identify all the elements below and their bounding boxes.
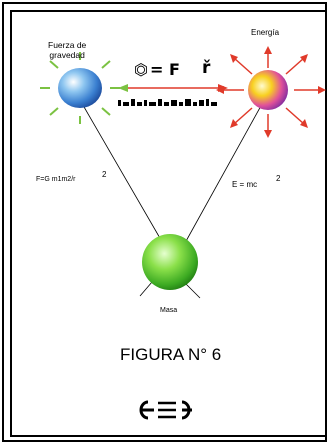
logo xyxy=(139,400,192,420)
equation-head-icon: ⏣ xyxy=(134,60,148,79)
symbol-strip xyxy=(118,99,217,106)
mass-rays xyxy=(139,281,201,299)
gravity-sphere xyxy=(58,68,102,108)
energy-exponent: 2 xyxy=(276,174,281,183)
edge-energy-mass xyxy=(179,103,263,253)
edge-gravity-mass xyxy=(79,99,169,253)
gravity-label: Fuerza de gravedad xyxy=(48,40,87,60)
gravity-rays xyxy=(40,52,120,124)
inner-frame xyxy=(10,10,327,437)
energy-formula: E = mc xyxy=(232,180,258,189)
energy-ray-heads xyxy=(216,46,326,138)
energy-sphere xyxy=(248,70,288,110)
energy-label: Energía xyxy=(251,28,280,37)
center-equation: = F xyxy=(150,60,180,79)
mass-sphere xyxy=(142,234,198,290)
double-arrow xyxy=(118,84,228,92)
figure-caption: FIGURA N° 6 xyxy=(120,345,222,364)
outer-frame xyxy=(2,2,327,442)
mass-label: Masa xyxy=(160,307,178,314)
gravity-formula: F=G m1m2/r xyxy=(36,176,76,183)
r-hat-icon: ř xyxy=(202,58,211,78)
gravity-exponent: 2 xyxy=(102,170,107,179)
